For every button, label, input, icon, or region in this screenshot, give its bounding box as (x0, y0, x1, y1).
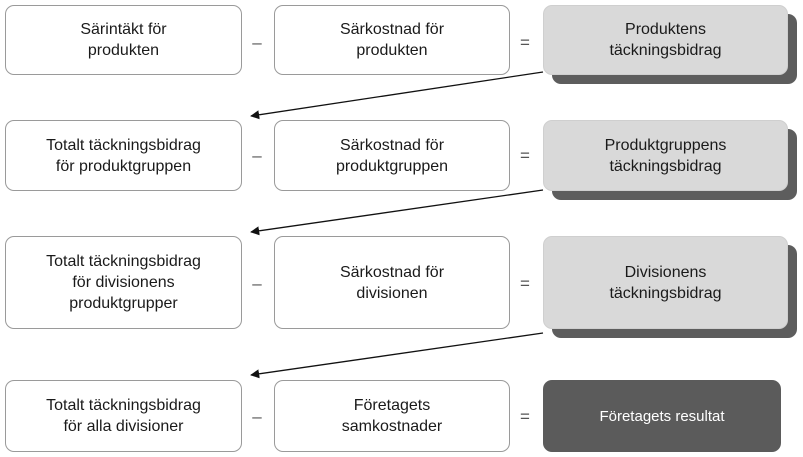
arrow-row2-to-row3 (250, 189, 544, 236)
row3-middle-box: Särkostnad för divisionen (274, 236, 510, 329)
row3-minus-sign: – (252, 274, 262, 293)
row3-equals-sign: = (520, 274, 530, 293)
row1-left-box: Särintäkt för produkten (5, 5, 242, 75)
row2-minus-sign: – (252, 146, 262, 165)
final-result-box: Företagets resultat (543, 380, 781, 452)
row3-result-box: Divisionens täckningsbidrag (543, 236, 788, 329)
row2-equals-sign: = (520, 146, 530, 165)
row3-left-box: Totalt täckningsbidrag för divisionens p… (5, 236, 242, 329)
row1-minus-sign: – (252, 33, 262, 52)
row2-result-box: Produktgruppens täckningsbidrag (543, 120, 788, 191)
row4-equals-sign: = (520, 407, 530, 426)
arrow-row1-to-row2 (250, 71, 544, 120)
row2-middle-box: Särkostnad för produktgruppen (274, 120, 510, 191)
row4-middle-box: Företagets samkostnader (274, 380, 510, 452)
row4-left-box: Totalt täckningsbidrag för alla division… (5, 380, 242, 452)
row4-minus-sign: – (252, 407, 262, 426)
row2-left-box: Totalt täckningsbidrag för produktgruppe… (5, 120, 242, 191)
row1-equals-sign: = (520, 33, 530, 52)
row1-middle-box: Särkostnad för produkten (274, 5, 510, 75)
arrow-row3-to-row4 (250, 332, 544, 379)
row1-result-box: Produktens täckningsbidrag (543, 5, 788, 75)
